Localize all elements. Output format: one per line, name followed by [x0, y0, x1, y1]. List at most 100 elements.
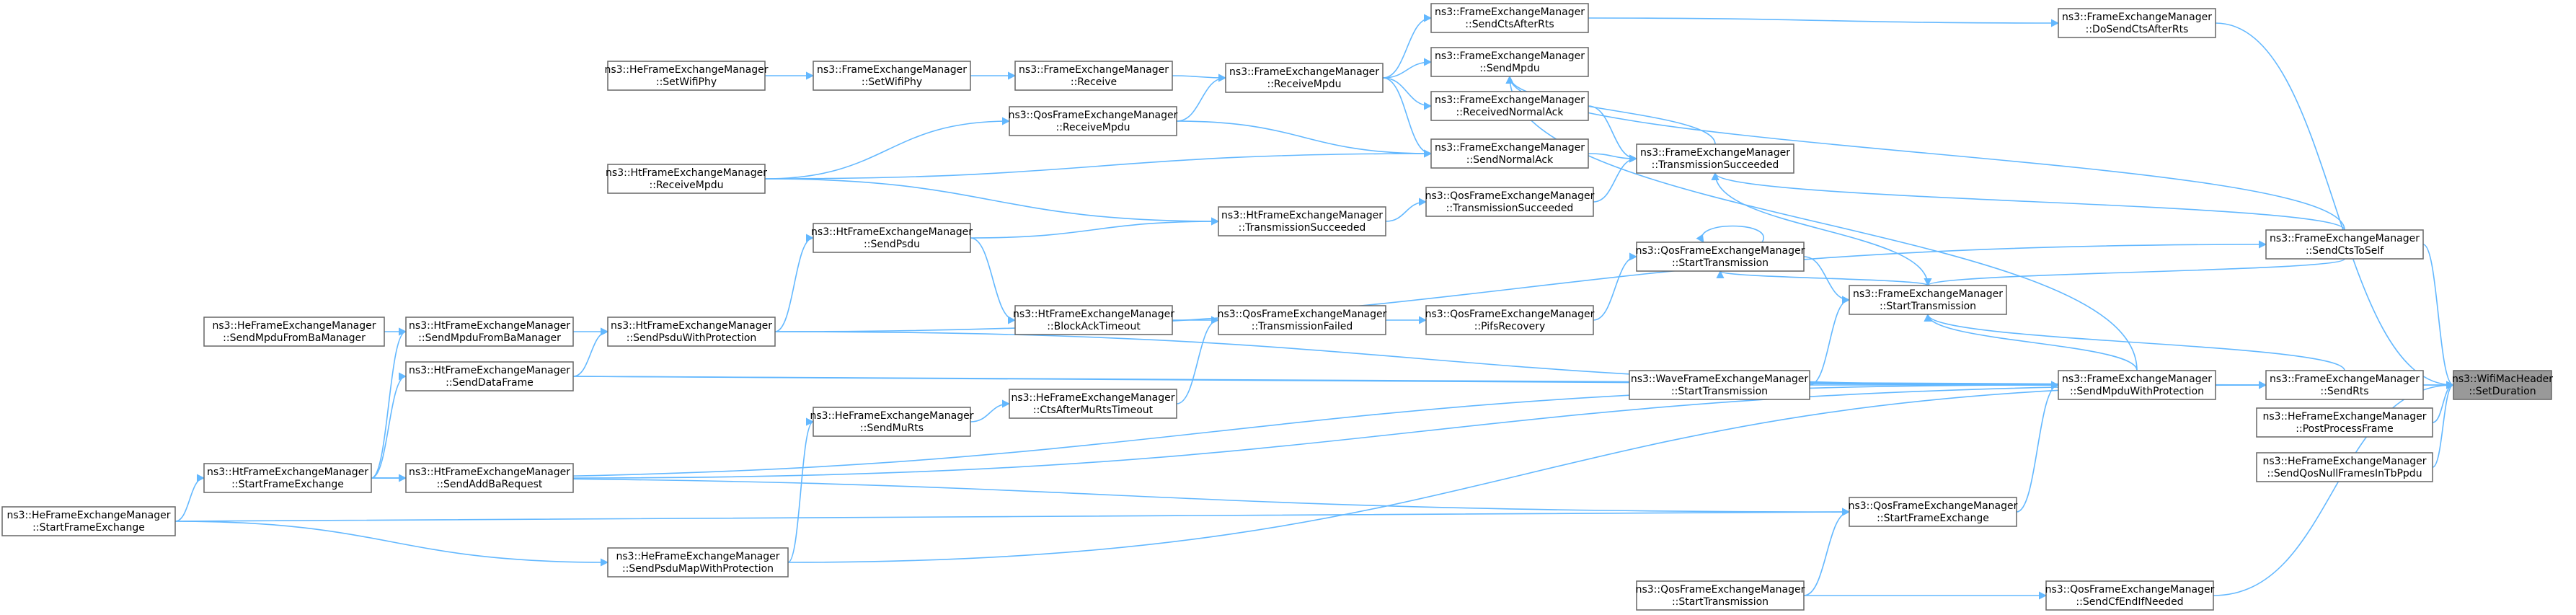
call-graph-node[interactable]: ns3::FrameExchangeManager::DoSendCtsAfte…: [2058, 8, 2216, 38]
node-class-label: ns3::HtFrameExchangeManager: [207, 466, 368, 478]
call-graph-node[interactable]: ns3::QosFrameExchangeManager::Transmissi…: [1218, 305, 1387, 335]
node-box: [1, 506, 176, 536]
node-class-label: ns3::FrameExchangeManager: [1229, 66, 1379, 78]
call-graph-node[interactable]: ns3::QosFrameExchangeManager::Transmissi…: [1425, 187, 1595, 217]
call-graph-node[interactable]: ns3::HtFrameExchangeManager::SendPsdu: [811, 223, 973, 253]
node-class-label: ns3::QosFrameExchangeManager: [1849, 500, 2018, 512]
call-graph-node[interactable]: ns3::WaveFrameExchangeManager::StartTran…: [1629, 370, 1810, 400]
call-graph-node[interactable]: ns3::HeFrameExchangeManager::SendPsduMap…: [607, 547, 789, 578]
call-graph-node[interactable]: ns3::FrameExchangeManager::SendCtsAfterR…: [1430, 3, 1589, 33]
node-box: [1014, 61, 1173, 91]
node-class-label: ns3::WifiMacHeader: [2452, 373, 2553, 385]
node-box: [1636, 143, 1794, 174]
call-graph-node[interactable]: ns3::HeFrameExchangeManager::PostProcess…: [2256, 407, 2433, 438]
node-class-label: ns3::HeFrameExchangeManager: [6, 510, 170, 521]
node-box: [607, 317, 776, 347]
call-graph-node[interactable]: ns3::FrameExchangeManager::TransmissionS…: [1636, 143, 1794, 174]
call-graph-node[interactable]: ns3::QosFrameExchangeManager::SendCfEndI…: [2045, 580, 2215, 611]
call-edge: [970, 217, 1220, 239]
call-graph-node[interactable]: ns3::HeFrameExchangeManager::CtsAfterMuR…: [1009, 389, 1177, 419]
node-method-label: ::SendDataFrame: [446, 377, 534, 389]
call-edge: [1176, 120, 1433, 158]
node-class-label: ns3::QosFrameExchangeManager: [1009, 110, 1178, 121]
call-edge: [1803, 508, 1851, 596]
node-box: [405, 317, 574, 347]
node-method-label: ::SendMpdu: [1479, 63, 1539, 74]
node-class-label: ns3::HtFrameExchangeManager: [611, 320, 772, 332]
node-class-label: ns3::QosFrameExchangeManager: [1218, 309, 1387, 320]
node-class-label: ns3::HeFrameExchangeManager: [2262, 411, 2426, 422]
call-edge: [1385, 198, 1428, 222]
node-class-label: ns3::HtFrameExchangeManager: [811, 226, 973, 238]
node-class-label: ns3::QosFrameExchangeManager: [1636, 245, 1805, 257]
node-method-label: ::TransmissionFailed: [1252, 321, 1353, 332]
node-box: [2058, 8, 2216, 38]
call-graph-node[interactable]: ns3::HtFrameExchangeManager::StartFrameE…: [203, 463, 372, 493]
call-edge: [174, 474, 205, 522]
call-graph-node[interactable]: ns3::FrameExchangeManager::StartTransmis…: [1849, 285, 2007, 315]
call-graph-node[interactable]: ns3::FrameExchangeManager::ReceiveMpdu: [1225, 63, 1384, 93]
node-method-label: ::ReceiveMpdu: [650, 180, 724, 191]
call-edge: [1505, 75, 2138, 371]
call-graph-node[interactable]: ns3::FrameExchangeManager::SendCtsToSelf: [2265, 229, 2424, 260]
node-class-label: ns3::HeFrameExchangeManager: [604, 64, 768, 76]
node-box: [607, 164, 766, 194]
call-edge: [787, 381, 2267, 563]
node-method-label: ::SendPsduMapWithProtection: [622, 563, 774, 575]
target-node[interactable]: ns3::WifiMacHeader::SetDuration: [2452, 370, 2553, 400]
node-class-label: ns3::HeFrameExchangeManager: [212, 320, 376, 332]
call-edge: [774, 331, 2060, 389]
node-method-label: ::TransmissionSucceeded: [1446, 203, 1574, 214]
call-graph-node[interactable]: ns3::FrameExchangeManager::SendRts: [2265, 370, 2424, 400]
node-method-label: ::SendMpduWithProtection: [2070, 386, 2204, 397]
node-class-label: ns3::HeFrameExchangeManager: [810, 410, 973, 422]
call-graph-node[interactable]: ns3::FrameExchangeManager::ReceivedNorma…: [1430, 91, 1589, 121]
node-class-label: ns3::FrameExchangeManager: [1435, 94, 1585, 106]
call-graph-node[interactable]: ns3::FrameExchangeManager::SendMpdu: [1430, 47, 1589, 77]
call-graph-node[interactable]: ns3::QosFrameExchangeManager::ReceiveMpd…: [1009, 106, 1178, 136]
node-class-label: ns3::QosFrameExchangeManager: [1636, 584, 1805, 596]
node-method-label: ::Receive: [1071, 76, 1117, 88]
call-edge: [2215, 22, 2455, 389]
call-graph-node[interactable]: ns3::QosFrameExchangeManager::StartFrame…: [1849, 497, 2018, 527]
call-edge: [174, 521, 609, 567]
node-method-label: ::SendPsdu: [864, 239, 920, 250]
call-edge: [970, 399, 1011, 422]
call-graph-node[interactable]: ns3::FrameExchangeManager::SendNormalAck: [1430, 138, 1589, 169]
call-edge: [1172, 74, 1227, 82]
call-edge: [572, 381, 2267, 479]
node-box: [1636, 580, 1805, 611]
call-edge: [1716, 270, 1929, 286]
call-graph-node[interactable]: ns3::HtFrameExchangeManager::Transmissio…: [1218, 206, 1386, 236]
call-graph-node[interactable]: ns3::FrameExchangeManager::SetWifiPhy: [813, 61, 971, 91]
call-graph-node[interactable]: ns3::HtFrameExchangeManager::ReceiveMpdu: [606, 164, 767, 194]
call-graph-node[interactable]: ns3::HtFrameExchangeManager::BlockAckTim…: [1013, 305, 1174, 335]
call-graph-node[interactable]: ns3::HeFrameExchangeManager::SetWifiPhy: [604, 61, 769, 91]
call-graph-node[interactable]: ns3::FrameExchangeManager::SendMpduWithP…: [2058, 370, 2216, 400]
call-graph-node[interactable]: ns3::HeFrameExchangeManager::StartFrameE…: [1, 506, 176, 536]
node-class-label: ns3::HtFrameExchangeManager: [409, 320, 570, 332]
node-box: [1425, 305, 1594, 335]
call-graph-node[interactable]: ns3::HtFrameExchangeManager::SendPsduWit…: [607, 317, 776, 347]
node-class-label: ns3::FrameExchangeManager: [1435, 142, 1585, 154]
node-method-label: ::SendCtsToSelf: [2306, 245, 2384, 257]
call-graph-node[interactable]: ns3::HeFrameExchangeManager::SendMuRts: [810, 407, 974, 437]
call-graph-node[interactable]: ns3::HeFrameExchangeManager::SendMpduFro…: [203, 317, 385, 347]
node-box: [813, 223, 971, 253]
call-graph-node[interactable]: ns3::QosFrameExchangeManager::StartTrans…: [1636, 242, 1805, 272]
call-graph-node[interactable]: ns3::QosFrameExchangeManager::StartTrans…: [1636, 580, 1805, 611]
call-edge: [1176, 74, 1227, 122]
call-edge: [1382, 77, 1433, 158]
node-box: [813, 61, 971, 91]
call-graph-node[interactable]: ns3::HtFrameExchangeManager::SendAddBaRe…: [405, 463, 574, 493]
call-graph-node[interactable]: ns3::HtFrameExchangeManager::SendDataFra…: [405, 361, 574, 391]
node-method-label: ::SetWifiPhy: [862, 76, 922, 88]
call-graph-node[interactable]: ns3::QosFrameExchangeManager::PifsRecove…: [1425, 305, 1595, 335]
call-graph-node[interactable]: ns3::FrameExchangeManager::Receive: [1014, 61, 1173, 91]
call-graph-node[interactable]: ns3::HeFrameExchangeManager::SendQosNull…: [2256, 452, 2433, 482]
node-method-label: ::SendRts: [2320, 386, 2368, 397]
call-edge: [1382, 58, 1433, 79]
call-graph-node[interactable]: ns3::HtFrameExchangeManager::SendMpduFro…: [405, 317, 574, 347]
node-method-label: ::ReceivedNormalAck: [1456, 107, 1564, 118]
